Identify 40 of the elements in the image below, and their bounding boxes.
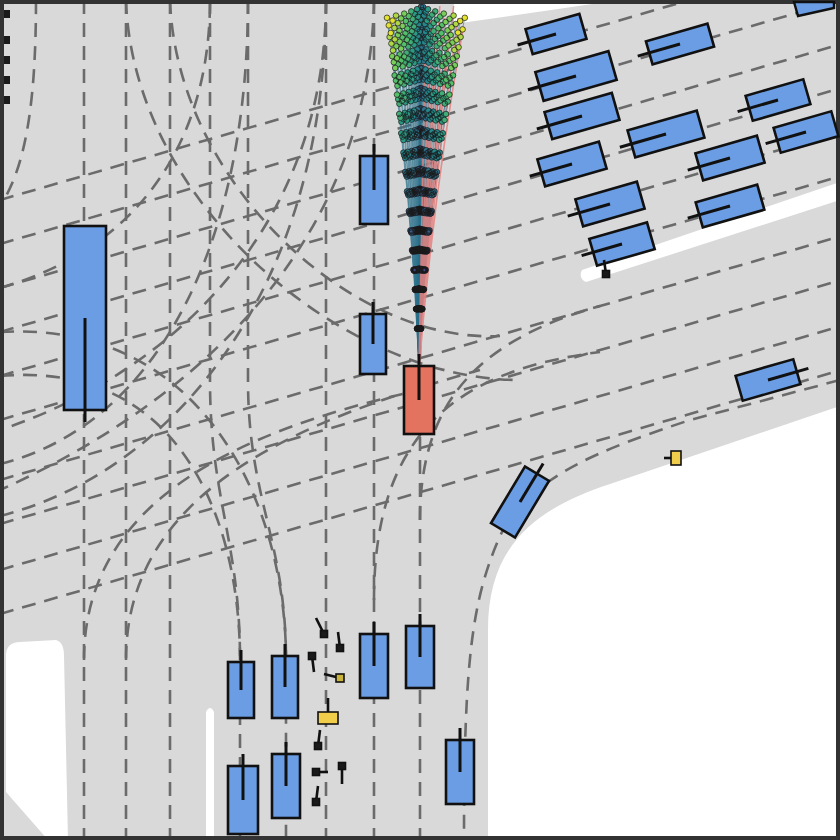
vehicle-icon [536, 91, 622, 141]
pedestrian-icon [4, 76, 10, 84]
ego-vehicle-icon [402, 354, 436, 436]
pedestrian-icon [335, 631, 345, 653]
pedestrian-icon [4, 96, 10, 104]
vehicle-icon [733, 357, 809, 403]
vehicle-icon [358, 622, 390, 700]
vehicle-icon [637, 22, 716, 66]
vehicle-icon [270, 742, 302, 820]
vehicle-icon [517, 12, 589, 56]
pedestrian-icon [311, 785, 321, 807]
pedestrian-icon [601, 259, 611, 279]
pedestrian-icon [4, 10, 10, 18]
vehicle-icon [567, 180, 647, 228]
cyclist-icon [664, 450, 682, 466]
vehicle-icon [687, 183, 766, 229]
vehicle-icon [270, 644, 300, 720]
pedestrian-icon [337, 761, 347, 784]
pedestrian-icon [314, 617, 329, 639]
vehicle-icon [226, 754, 260, 836]
vehicle-icon [581, 220, 657, 268]
vehicle-icon [765, 109, 840, 155]
vehicle-icon [792, 0, 836, 18]
pedestrian-icon [307, 651, 317, 673]
vehicle-icon [62, 224, 108, 422]
vehicle-icon [358, 144, 390, 226]
vehicle-icon [444, 728, 476, 806]
vehicle-icon [527, 49, 619, 103]
pedestrian-icon [4, 56, 10, 64]
pedestrian-icon [311, 767, 328, 777]
pedestrian-icon [313, 729, 323, 751]
vehicle-icon [358, 302, 388, 376]
vehicle-icon [529, 140, 609, 188]
vehicle-icon [619, 109, 707, 159]
cyclist-icon [323, 672, 345, 683]
vehicle-icon [404, 614, 436, 690]
vehicle-icon [226, 650, 256, 720]
vehicle-icon [687, 134, 767, 182]
cyclist-icon [317, 698, 339, 725]
pedestrian-icon [4, 36, 10, 44]
